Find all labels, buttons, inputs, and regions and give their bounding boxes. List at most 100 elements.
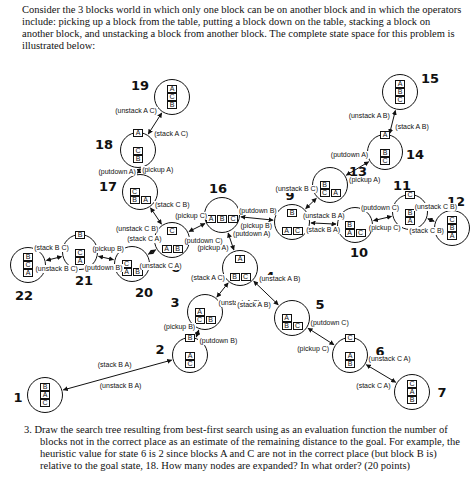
state-circle: 19ACB <box>154 79 190 115</box>
transition-arrow <box>148 250 155 254</box>
block: C <box>185 360 195 368</box>
transition-arrow <box>217 283 228 297</box>
operator-label: (pickup C) <box>368 224 402 232</box>
transition-arrow <box>366 365 395 383</box>
block: A <box>447 232 457 240</box>
block: A <box>40 391 50 399</box>
block: A <box>282 227 292 235</box>
state-number: 18 <box>95 137 113 152</box>
operator-label: (unstack C A) <box>139 262 183 270</box>
operator-label: (pickup A) <box>348 176 381 184</box>
state-circle: 7CAB <box>394 374 430 410</box>
state-number: 16 <box>209 181 227 196</box>
block: C <box>241 273 251 281</box>
transition-arrow <box>311 223 336 224</box>
operator-label: (pickup B) <box>239 222 273 230</box>
operator-label: (stack A B) <box>394 123 429 131</box>
block: C <box>407 380 417 388</box>
state-circle: 6CAB <box>332 337 368 373</box>
block: B <box>345 360 355 368</box>
operator-label: (putdown C) <box>310 319 350 327</box>
state-number: 14 <box>406 147 424 162</box>
block: A <box>380 131 390 139</box>
operator-label: (unstack C A) <box>368 355 412 363</box>
operator-label: (stack B C) <box>33 244 70 252</box>
block: A <box>167 85 177 93</box>
block: B <box>380 149 390 157</box>
operator-label: (stack B A) <box>97 361 133 369</box>
state-number: 1 <box>13 390 22 405</box>
operator-label: (putdown B) <box>198 337 238 345</box>
state-number: 5 <box>315 297 324 312</box>
state-number: 19 <box>131 78 149 93</box>
block: B <box>167 101 177 109</box>
state-number: 3 <box>170 295 179 310</box>
operator-label: (pickup A) <box>196 244 229 252</box>
operator-label: (unstack B C) <box>35 265 79 273</box>
block: C <box>345 334 355 342</box>
state-number: 2 <box>155 342 164 357</box>
state-circle: 16ABC <box>204 197 240 233</box>
state-circle: 1BAC <box>27 377 63 413</box>
block: A <box>185 352 195 360</box>
block: C <box>75 249 85 257</box>
block: B <box>133 155 143 163</box>
state-number: 10 <box>350 245 368 260</box>
block: A <box>345 229 355 237</box>
block: C <box>23 261 33 269</box>
operator-label: (unstack B A) <box>302 212 346 220</box>
state-number: 7 <box>437 385 446 400</box>
operator-label: (stack A C) <box>190 274 226 282</box>
block: A <box>407 388 417 396</box>
block: A <box>235 255 245 263</box>
block: C <box>293 227 303 235</box>
block: C <box>133 147 143 155</box>
operator-label: (stack A B) <box>236 301 271 309</box>
block: A <box>133 129 143 137</box>
block: A <box>282 314 292 322</box>
transition-arrow <box>373 216 391 220</box>
state-circle: 5ABC <box>274 300 310 336</box>
state-circle: 15ABC <box>382 74 418 110</box>
block: A <box>23 269 33 277</box>
operator-label: (putdown B) <box>84 264 124 272</box>
block: A <box>141 196 151 204</box>
operator-label: (pickup A) <box>141 166 174 174</box>
block: C <box>293 322 303 330</box>
operator-label: (unstack B A) <box>99 382 143 390</box>
block: B <box>130 196 140 204</box>
operator-label: (putdown A) <box>97 168 136 176</box>
block: B <box>40 383 50 391</box>
block: B <box>320 181 330 189</box>
state-circle: 17CBA <box>122 174 158 210</box>
block: B <box>185 334 195 342</box>
text-paragraph: 3. Draw the search tree resulting from b… <box>24 424 464 472</box>
transition-arrow <box>428 219 434 221</box>
block: A <box>395 80 405 88</box>
block: B <box>447 224 457 232</box>
operator-label: (unstack C B) <box>115 225 159 233</box>
operator-label: (stack C A) <box>126 235 162 243</box>
block: A <box>345 352 355 360</box>
block: B <box>345 221 355 229</box>
operator-label: (pickup C) <box>296 345 330 353</box>
state-circle: 4ABC <box>222 250 258 286</box>
operator-label: (unstack B C) <box>275 185 319 193</box>
transition-arrow <box>151 208 162 224</box>
state-number: 21 <box>75 273 93 288</box>
block: C <box>167 227 177 235</box>
operator-label: (pickup B) <box>91 245 125 253</box>
operator-label: (putdown A) <box>330 151 369 159</box>
transition-arrow <box>308 328 334 345</box>
transition-arrow <box>63 360 171 390</box>
transition-arrow <box>241 217 273 220</box>
operator-label: (unstack A B) <box>258 275 301 283</box>
state-number: 20 <box>135 285 153 300</box>
operator-label: (putdown B) <box>238 207 278 215</box>
operator-label: (unstack C B) <box>414 203 458 211</box>
transition-arrow <box>306 198 317 208</box>
block: C <box>130 188 140 196</box>
block: C <box>447 216 457 224</box>
block: A <box>162 245 172 253</box>
